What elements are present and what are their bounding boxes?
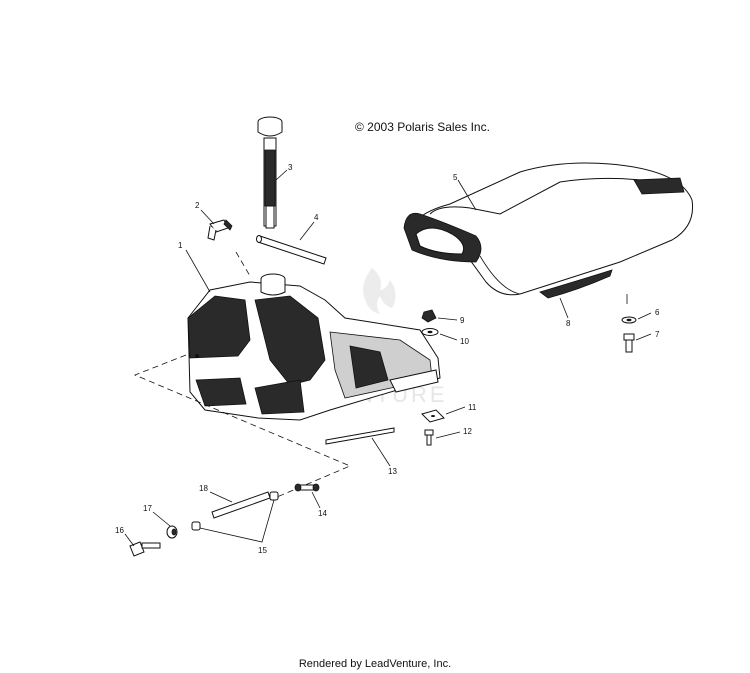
fitting-16[interactable] [129,541,161,557]
callout-12: 12 [463,427,472,436]
callout-5: 5 [453,173,458,182]
ring-17[interactable] [166,525,178,539]
callout-15: 15 [258,546,267,555]
callout-3: 3 [288,163,293,172]
callout-13: 13 [388,467,397,476]
callout-6: 6 [655,308,660,317]
assembly-outline [133,354,352,501]
seat[interactable] [403,162,694,299]
strip-13[interactable] [325,427,395,445]
callout-4: 4 [314,213,319,222]
nut-9[interactable] [421,309,437,323]
callout-9: 9 [460,316,465,325]
bolt-12[interactable] [424,429,434,446]
callout-7: 7 [655,330,660,339]
callouts: 1 2 3 4 5 6 7 8 9 10 11 12 13 14 15 16 1… [115,163,660,555]
clamp-15[interactable] [191,491,279,531]
callout-1: 1 [178,241,183,250]
fuel-tank[interactable] [187,273,441,421]
bolt-7[interactable] [623,333,635,353]
hose-18[interactable] [211,491,271,519]
hose-4[interactable] [256,235,327,265]
footer-credit: Rendered by LeadVenture, Inc. [299,658,451,670]
washer-10[interactable] [421,328,439,336]
vent-fitting[interactable] [207,219,233,241]
callout-8: 8 [566,319,571,328]
copyright-text: © 2003 Polaris Sales Inc. [355,120,490,134]
fuel-sender[interactable] [257,116,283,229]
callout-17: 17 [143,504,152,513]
washer-6[interactable] [621,316,637,324]
plate-11[interactable] [421,409,445,423]
leader-3-dash [235,251,251,277]
callout-18: 18 [199,484,208,493]
callout-14: 14 [318,509,327,518]
leader-lines [124,169,652,547]
callout-16: 16 [115,526,124,535]
callout-11: 11 [468,403,477,412]
valve-14[interactable] [294,483,320,492]
callout-10: 10 [460,337,469,346]
callout-2: 2 [195,201,200,210]
